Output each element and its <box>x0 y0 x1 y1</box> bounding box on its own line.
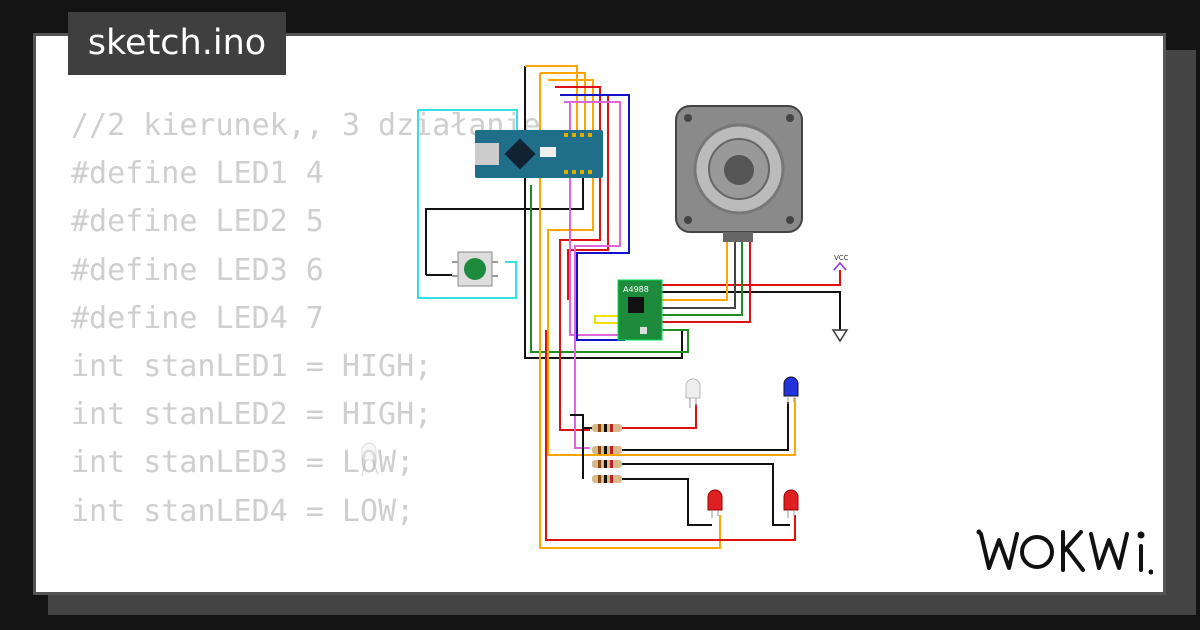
resistor <box>592 424 622 432</box>
code-line: int stanLED1 = HIGH; <box>71 348 433 384</box>
wokwi-logo <box>976 529 1153 575</box>
push-button[interactable] <box>452 251 498 287</box>
code-line: #define LED3 6 <box>71 252 324 288</box>
led-blue <box>783 376 799 404</box>
code-line: int stanLED4 = LOW; <box>71 493 415 529</box>
code-editor: //2 kierunek,, 3 działanie #define LED1 4… <box>71 102 541 592</box>
code-line: unsigned long czas1 = 0; <box>71 584 541 592</box>
ground-symbol <box>831 329 849 343</box>
code-line: #define LED1 4 <box>71 156 324 192</box>
resistor <box>592 475 622 483</box>
code-line: int stanLED3 = LOW; <box>71 445 415 481</box>
a4988-driver: A4988 <box>617 279 663 341</box>
file-title: sketch.ino <box>68 12 286 75</box>
resistor <box>592 446 622 454</box>
code-line: //2 kierunek,, 3 działanie <box>71 108 541 143</box>
resistors <box>592 424 622 483</box>
arduino-nano-board <box>475 130 603 178</box>
wires <box>417 65 841 549</box>
vcc-terminal: VCC <box>833 254 849 271</box>
stepper-motor <box>675 105 803 242</box>
vcc-label: VCC <box>834 254 849 262</box>
resistor <box>592 460 622 468</box>
led-white-faded <box>361 442 379 477</box>
led-red-2 <box>783 489 799 518</box>
code-line: #define LED4 7 <box>71 300 324 336</box>
code-line: int stanLED2 = HIGH; <box>71 397 433 433</box>
code-line: #define LED2 5 <box>71 204 324 240</box>
driver-label: A4988 <box>623 285 649 294</box>
led-red-1 <box>707 489 723 518</box>
led-white <box>685 378 701 408</box>
